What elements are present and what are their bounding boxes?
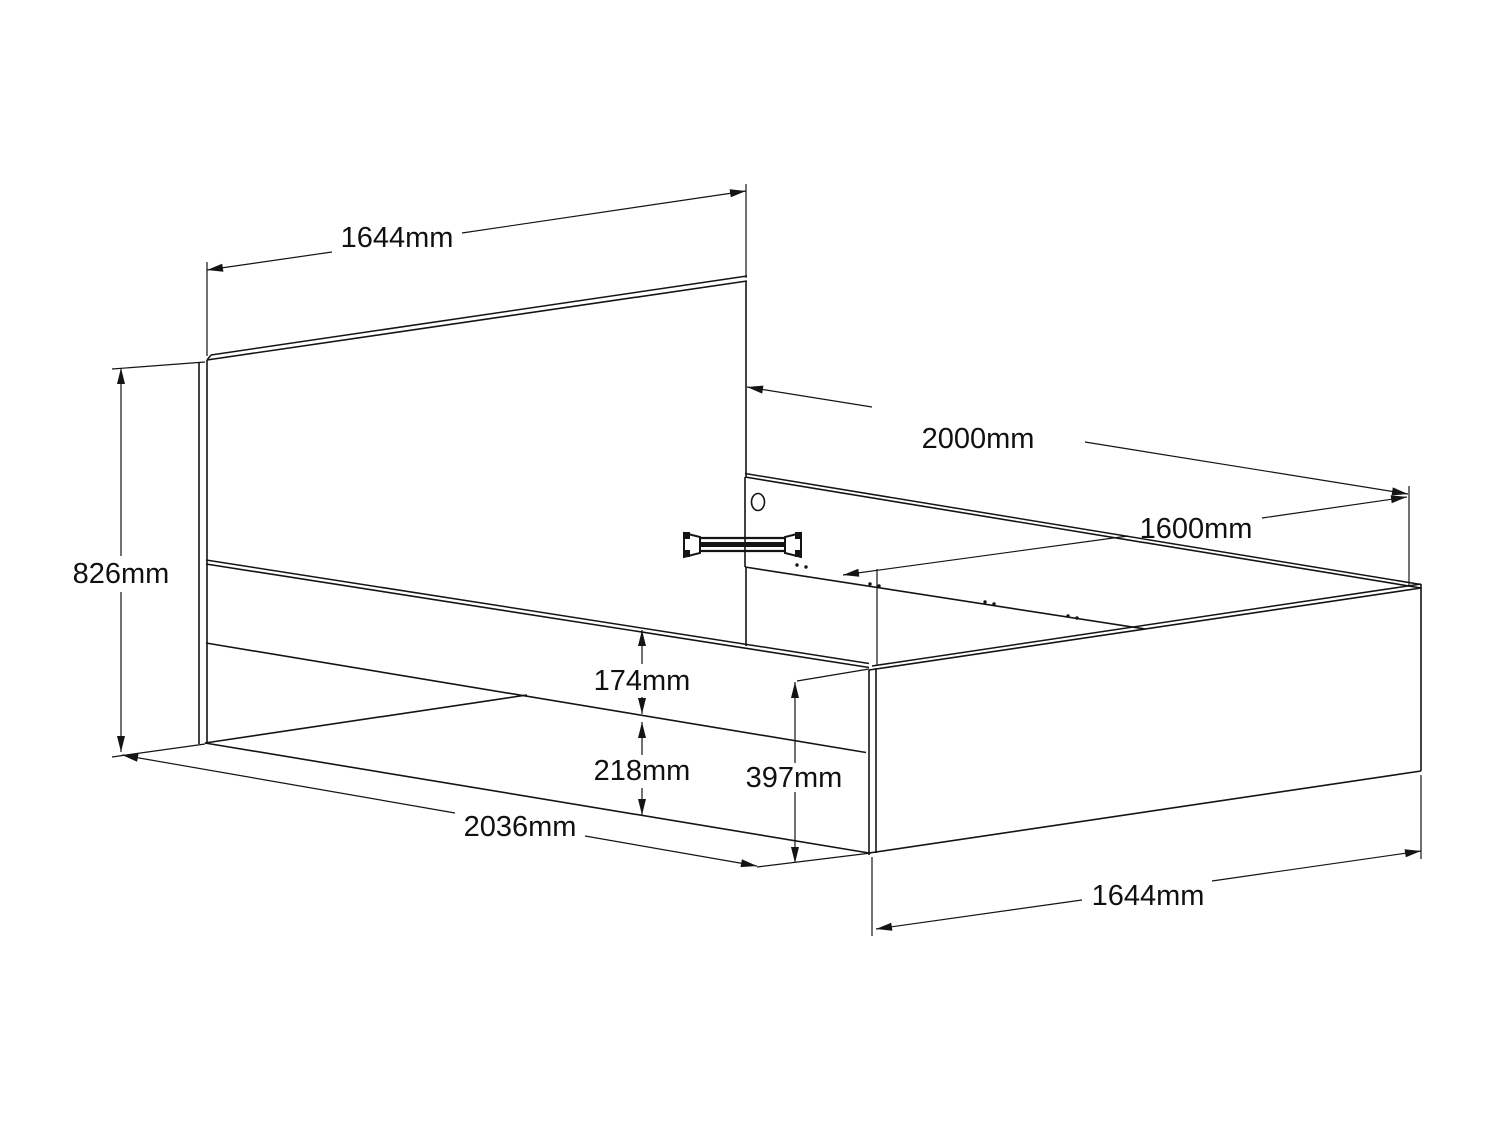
pilot-hole-icon — [750, 492, 766, 512]
dim-overall-length: 2036mm — [121, 753, 758, 868]
base-floor-line — [204, 742, 870, 854]
dim-label-headboard-width-top: 1644mm — [341, 222, 454, 254]
dim-side-rail-length: 2000mm — [746, 385, 1410, 587]
dim-internal-width: 1600mm — [842, 495, 1408, 666]
dim-label-overall-length: 2036mm — [464, 811, 577, 843]
dim-headboard-width-top: 1644mm — [206, 184, 747, 356]
near-side-rail — [205, 559, 870, 754]
dim-label-footboard-height: 397mm — [746, 762, 843, 794]
dim-label-internal-width: 1600mm — [1140, 513, 1253, 545]
dim-label-headboard-height: 826mm — [73, 558, 170, 590]
center-rail-bracket-icon — [683, 531, 802, 559]
dim-under-rail-clearance: 218mm — [594, 722, 691, 815]
dim-headboard-height: 826mm — [73, 361, 206, 758]
dim-footboard-width: 1644mm — [871, 775, 1422, 936]
footboard-panel — [868, 583, 1422, 855]
far-side-rail — [744, 472, 1422, 630]
dim-footboard-height: 397mm — [746, 668, 872, 868]
dim-rail-face-height: 174mm — [594, 630, 691, 714]
dim-label-side-rail-length: 2000mm — [922, 423, 1035, 455]
headboard-panel — [198, 275, 748, 744]
dim-label-rail-face-height: 174mm — [594, 665, 691, 697]
dim-label-under-rail-clearance: 218mm — [594, 755, 691, 787]
dim-label-footboard-width: 1644mm — [1092, 880, 1205, 912]
screw-hole-marks — [795, 563, 1079, 620]
